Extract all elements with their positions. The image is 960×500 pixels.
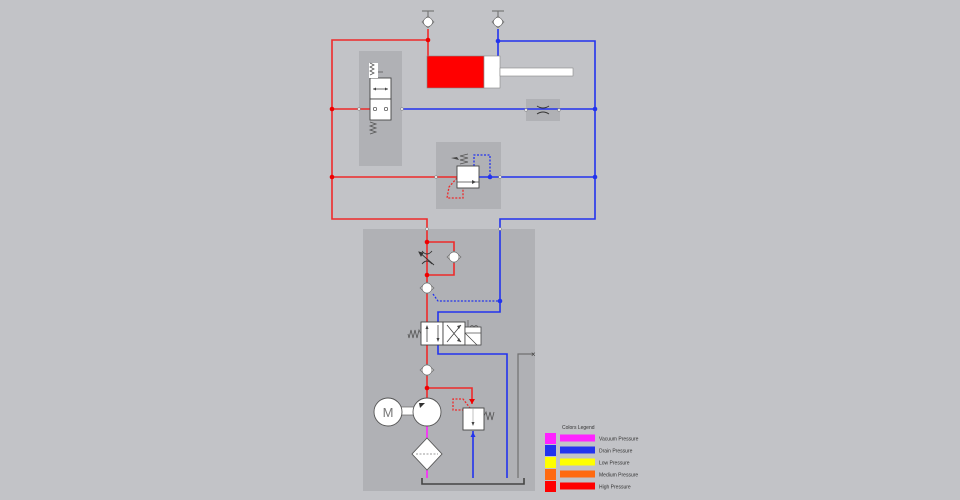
neutral-line [517, 353, 534, 478]
adjustable-throttle[interactable] [418, 250, 435, 266]
legend-item: Low Pressure [545, 457, 630, 468]
drain-pilot-lines [432, 154, 500, 302]
legend-item: Drain Pressure [545, 445, 633, 456]
legend-label: Medium Pressure [599, 473, 638, 479]
legend-bar [560, 482, 595, 490]
legend-label: High Pressure [599, 485, 631, 491]
junction-dots [329, 37, 598, 391]
hydraulic-pump[interactable] [412, 397, 442, 427]
legend-swatch [545, 445, 556, 456]
legend-swatch [545, 457, 556, 468]
4-2-solenoid-directional-valve[interactable] [407, 320, 482, 346]
port-markers [357, 107, 561, 231]
legend-title: Colors Legend [562, 425, 595, 431]
2-way-solenoid-valve[interactable] [368, 62, 392, 135]
reservoir [421, 478, 525, 485]
pilot-operated-check-valve[interactable] [419, 281, 435, 295]
legend-bar [560, 446, 595, 454]
legend-swatch [545, 433, 556, 444]
pressure-relief-valve[interactable] [462, 399, 495, 437]
pressure-gauge-cap-side[interactable] [421, 10, 435, 29]
legend-item: Medium Pressure [545, 469, 638, 480]
panel-power-unit[interactable] [363, 229, 535, 491]
legend-bar [560, 434, 595, 442]
legend-label: Vacuum Pressure [599, 437, 639, 443]
legend-swatch [545, 469, 556, 480]
check-valve-bypass[interactable] [446, 250, 462, 264]
legend-bar [560, 470, 595, 478]
suction-filter[interactable] [411, 437, 443, 471]
plug-x-icon: × [531, 350, 536, 359]
legend-item: High Pressure [545, 481, 631, 492]
fixed-throttle[interactable] [536, 105, 550, 115]
legend-label: Low Pressure [599, 461, 630, 467]
pressure-gauge-rod-side[interactable] [491, 10, 505, 29]
double-acting-cylinder[interactable] [426, 55, 574, 89]
legend-item: Vacuum Pressure [545, 433, 639, 444]
legend-swatch [545, 481, 556, 492]
panel-throttle-top[interactable] [526, 99, 560, 121]
check-valve-pump[interactable] [419, 363, 435, 377]
motor-label: M [383, 405, 394, 420]
pressure-reducing-valve[interactable] [451, 153, 480, 189]
legend-bar [560, 458, 595, 466]
high-pressure-pilot-lines [446, 177, 471, 411]
legend-label: Drain Pressure [599, 449, 633, 455]
electric-motor[interactable]: M [373, 397, 415, 427]
